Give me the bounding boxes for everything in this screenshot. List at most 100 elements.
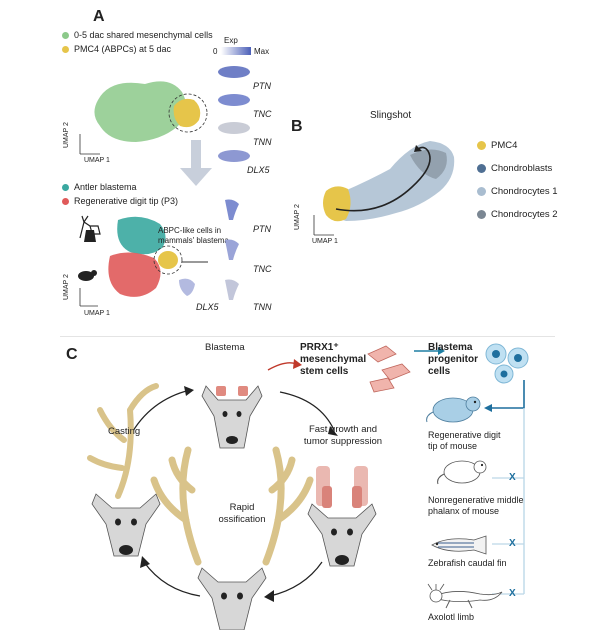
- legend-label: Antler blastema: [74, 182, 137, 192]
- umap-shared-cluster: [94, 81, 187, 142]
- umap-digit-cluster: [108, 252, 161, 297]
- deer-icon: [79, 215, 101, 242]
- umap-bottom-ylabel: UMAP 2: [63, 274, 70, 300]
- species-3-line1: Zebrafish caudal fin: [428, 558, 507, 568]
- legend-item-antler: Antler blastema: [62, 182, 178, 192]
- species-label-3: Zebrafish caudal fin: [428, 558, 507, 569]
- colorbar: [221, 47, 251, 55]
- colorbar-title: Exp: [224, 36, 238, 45]
- blue-mouse-icon: [426, 396, 481, 423]
- species-x-mark-3: X: [509, 538, 516, 549]
- pmc4-cluster: [323, 186, 351, 222]
- species-4-line1: Axolotl limb: [428, 612, 475, 622]
- fast-growth-line1: Fast growth and: [308, 424, 378, 435]
- gene-label-bottom-2: TNC: [253, 264, 272, 274]
- species-x-mark-2: X: [509, 472, 516, 483]
- species-2-line1: Nonregenerative middle: [428, 495, 524, 505]
- mouse-icon: [78, 270, 97, 281]
- panel-a-legend-bottom: Antler blastema Regenerative digit tip (…: [62, 182, 178, 206]
- gene-label-bottom-3: DLX5: [196, 302, 219, 312]
- slingshot-plot: [313, 141, 455, 236]
- legend-dot: [477, 210, 486, 219]
- panel-b-letter: B: [291, 118, 303, 135]
- cast-antler: [87, 383, 159, 499]
- legend-label: Regenerative digit tip (P3): [74, 196, 179, 206]
- species-1-line1: Regenerative digit: [428, 430, 501, 440]
- umap-top-plot: [79, 81, 208, 155]
- stem-cells-line2: mesenchymal: [300, 354, 367, 365]
- deer-head-left: [91, 493, 161, 557]
- legend-dot: [477, 187, 486, 196]
- progenitor-label: Blastema progenitor cells: [428, 342, 478, 378]
- legend-label: Chondrocytes 2: [491, 209, 558, 220]
- legend-label: 0-5 dac shared mesenchymal cells: [74, 30, 213, 40]
- legend-item-pmc4: PMC4 (ABPCs) at 5 dac: [62, 44, 213, 54]
- legend-label: Chondrocytes 1: [491, 186, 558, 197]
- progenitor-line3: cells: [428, 366, 451, 377]
- legend-label: PMC4 (ABPCs) at 5 dac: [74, 44, 172, 54]
- gene-label-top-4: DLX5: [247, 165, 270, 175]
- legend-item-chondroblasts: Chondroblasts: [477, 163, 558, 174]
- fast-growth-line2: tumor suppression: [303, 435, 383, 447]
- umap-pmc4-cluster: [173, 98, 201, 128]
- casting-label: Casting: [108, 426, 141, 437]
- progenitor-cell-icons: [485, 343, 529, 384]
- blastema-label: Blastema: [205, 342, 245, 353]
- colorbar-max: Max: [254, 47, 270, 56]
- legend-dot: [62, 183, 69, 191]
- legend-dot: [62, 45, 69, 53]
- fast-growth-label: Fast growth and tumor suppression: [298, 424, 388, 448]
- feature-plots-top: [218, 66, 250, 162]
- rapid-line2: ossification: [218, 513, 266, 525]
- species-2-line2: phalanx of mouse: [428, 505, 500, 516]
- legend-item-pmc4: PMC4: [477, 140, 558, 151]
- species-1-line2: tip of mouse: [428, 440, 478, 451]
- rapid-line1: Rapid: [229, 502, 255, 513]
- gene-label-top-3: TNN: [253, 137, 272, 147]
- panel-a-legend-top: 0-5 dac shared mesenchymal cells PMC4 (A…: [62, 30, 213, 54]
- gene-label-top-1: PTN: [253, 81, 271, 91]
- species-connectors: [484, 380, 525, 595]
- panel-a-letter: A: [93, 8, 105, 25]
- umap-bottom-xlabel: UMAP 1: [84, 310, 110, 317]
- progenitor-line2: progenitor: [428, 354, 478, 365]
- stem-cells-line3: stem cells: [300, 366, 349, 377]
- panel-c-letter: C: [66, 346, 78, 363]
- slingshot-xlabel: UMAP 1: [312, 238, 338, 245]
- zebrafish-icon: [431, 535, 487, 555]
- legend-item-shared-cells: 0-5 dac shared mesenchymal cells: [62, 30, 213, 40]
- legend-label: Chondroblasts: [491, 163, 553, 174]
- gene-label-top-2: TNC: [253, 109, 272, 119]
- white-mouse-icon: [437, 460, 487, 485]
- rapid-ossification-label: Rapid ossification: [212, 502, 272, 526]
- umap-pmc4-like: [158, 251, 178, 269]
- species-label-1: Regenerative digit tip of mouse: [428, 430, 501, 452]
- legend-item-chondrocytes-1: Chondrocytes 1: [477, 186, 558, 197]
- legend-item-chondrocytes-2: Chondrocytes 2: [477, 209, 558, 220]
- colorbar-min: 0: [213, 47, 218, 56]
- stem-cells-line1: PRRX1⁺: [300, 342, 339, 353]
- abpc-annotation: ABPC-like cells in mammals' blastema: [158, 226, 229, 245]
- legend-dot: [477, 164, 486, 173]
- stem-cells-label: PRRX1⁺ mesenchymal stem cells: [300, 342, 366, 378]
- species-label-2: Nonregenerative middle phalanx of mouse: [428, 495, 524, 517]
- legend-dot: [477, 141, 486, 150]
- slingshot-title: Slingshot: [370, 110, 412, 121]
- panel-b-legend: PMC4 Chondroblasts Chondrocytes 1 Chondr…: [477, 140, 558, 220]
- deer-head-bottom: [150, 446, 314, 630]
- umap-top-ylabel: UMAP 2: [63, 122, 70, 148]
- feature-plots-bottom: [179, 199, 239, 300]
- gene-label-bottom-4: TNN: [253, 302, 272, 312]
- legend-label: PMC4: [491, 140, 518, 151]
- stem-cell-icons: [367, 345, 411, 393]
- species-label-4: Axolotl limb: [428, 612, 474, 623]
- umap-antler-cluster: [117, 216, 166, 255]
- trajectory-line: [335, 146, 431, 212]
- umap-bottom-plot: [78, 215, 208, 307]
- legend-item-digit: Regenerative digit tip (P3): [62, 196, 178, 206]
- gene-label-bottom-1: PTN: [253, 224, 271, 234]
- deer-head-right: [307, 466, 377, 567]
- umap-top-xlabel: UMAP 1: [84, 157, 110, 164]
- slingshot-ylabel: UMAP 2: [294, 204, 301, 230]
- legend-dot: [62, 31, 69, 39]
